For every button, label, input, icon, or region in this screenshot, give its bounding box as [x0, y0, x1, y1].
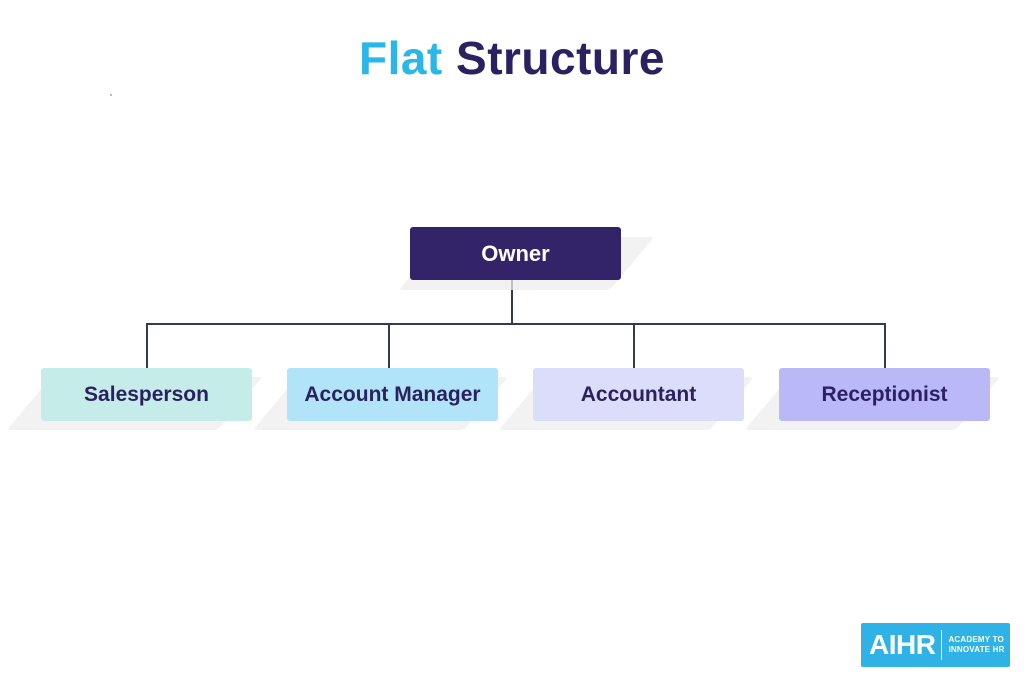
accountant-label: Accountant	[580, 382, 697, 406]
logo-tagline: ACADEMY TO INNOVATE HR	[948, 635, 1005, 654]
page-title: Flat Structure	[0, 30, 1024, 86]
title-word-structure: Structure	[456, 32, 666, 84]
title-word-flat: Flat	[358, 32, 443, 84]
aihr-logo: AIHR ACADEMY TO INNOVATE HR	[861, 623, 1010, 667]
receptionist-node: Receptionist	[779, 368, 990, 421]
accountant-node: Accountant	[533, 368, 744, 421]
account-manager-node: Account Manager	[287, 368, 498, 421]
salesperson-node: Salesperson	[41, 368, 252, 421]
stray-dot	[110, 94, 112, 96]
salesperson-label: Salesperson	[84, 382, 209, 406]
receptionist-label: Receptionist	[821, 382, 948, 406]
owner-label: Owner	[481, 240, 550, 266]
owner-node: Owner	[410, 227, 621, 280]
account-manager-label: Account Manager	[304, 382, 481, 406]
logo-divider	[941, 630, 943, 660]
logo-wordmark: AIHR	[869, 629, 936, 660]
